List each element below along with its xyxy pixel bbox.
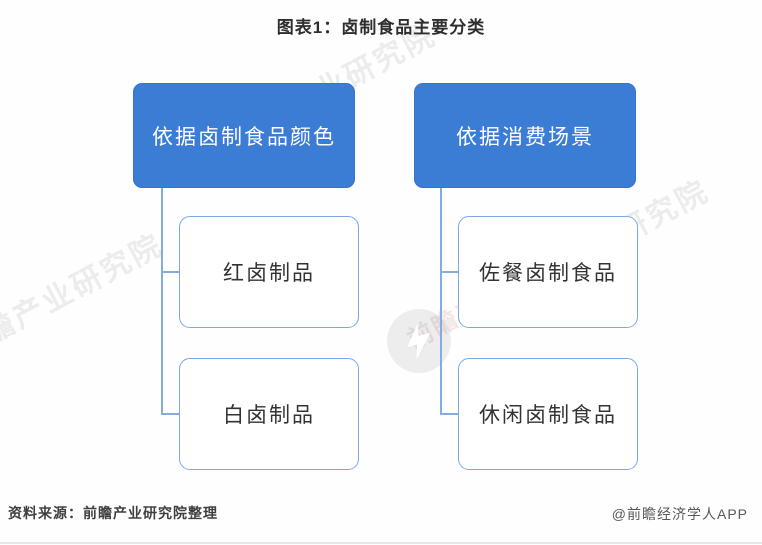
child-node-leisure-braised: 休闲卤制食品	[458, 358, 638, 470]
connector-line-right	[440, 188, 442, 415]
connector-stub	[161, 271, 180, 273]
credit-note: @前瞻经济学人APP	[611, 506, 748, 522]
child-node-meal-braised: 佐餐卤制食品	[458, 216, 638, 328]
connector-stub	[161, 413, 180, 415]
connector-stub	[440, 271, 459, 273]
parent-node-color-basis: 依据卤制食品颜色	[133, 83, 355, 188]
watermark-text: 前瞻产业研究院	[0, 228, 169, 366]
connector-stub	[440, 413, 459, 415]
child-node-white-braised: 白卤制品	[179, 358, 359, 470]
bottom-divider	[0, 542, 762, 544]
source-note: 资料来源：前瞻产业研究院整理	[8, 505, 218, 521]
parent-node-consumption-scene: 依据消费场景	[414, 83, 636, 188]
figure-title: 图表1：卤制食品主要分类	[276, 18, 486, 37]
child-node-red-braised: 红卤制品	[179, 216, 359, 328]
qianzhan-logo-watermark-icon	[379, 301, 459, 381]
connector-line-left	[161, 188, 163, 415]
